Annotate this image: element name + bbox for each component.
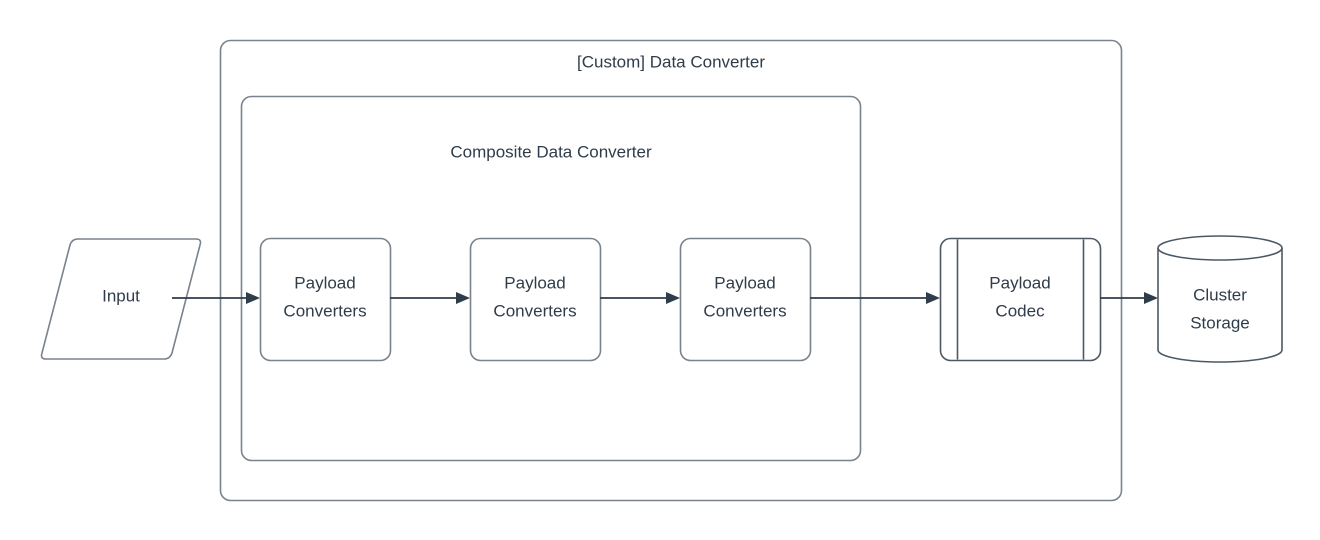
edge-payload-converters-3-to-payload-codec-arrowhead (926, 292, 940, 304)
edge-input-to-payload-converters-1-arrowhead (246, 292, 260, 304)
edge-payload-codec-to-cluster-storage (1100, 292, 1158, 304)
node-payload-converters-3-label-line1: Payload (714, 273, 775, 292)
container-composite-data-converter-title: Composite Data Converter (450, 142, 652, 161)
node-payload-converters-1-shape (259, 237, 392, 362)
edge-payload-converters-2-to-3 (600, 292, 680, 304)
edge-payload-converters-3-to-payload-codec (810, 292, 940, 304)
node-cluster-storage-body (1157, 248, 1283, 363)
node-payload-converters-2-shape (469, 237, 602, 362)
node-cluster-storage-label-line2: Storage (1190, 313, 1250, 332)
node-cluster-storage-top-cap (1157, 235, 1283, 261)
node-payload-codec-shape (939, 237, 1102, 362)
edge-input-to-payload-converters-1 (172, 292, 260, 304)
node-payload-converters-1-label-line1: Payload (294, 273, 355, 292)
node-input[interactable]: Input (40, 238, 202, 360)
node-input-shape (40, 238, 202, 360)
container-custom-data-converter-title: [Custom] Data Converter (577, 52, 765, 71)
node-payload-converters-1[interactable]: Payload Converters (259, 237, 392, 362)
node-payload-codec-label-line2: Codec (995, 301, 1045, 320)
node-input-label: Input (102, 286, 140, 305)
node-payload-converters-3[interactable]: Payload Converters (679, 237, 812, 362)
node-payload-converters-2-label-line1: Payload (504, 273, 565, 292)
node-payload-converters-3-shape (679, 237, 812, 362)
node-payload-converters-1-label-line2: Converters (283, 301, 366, 320)
edge-payload-converters-2-to-3-arrowhead (666, 292, 680, 304)
node-payload-codec[interactable]: Payload Codec (939, 237, 1102, 362)
edge-payload-converters-1-to-2 (390, 292, 470, 304)
node-cluster-storage[interactable]: Cluster Storage (1157, 235, 1283, 363)
node-payload-codec-label-line1: Payload (989, 273, 1050, 292)
edge-payload-converters-1-to-2-arrowhead (456, 292, 470, 304)
node-payload-converters-2[interactable]: Payload Converters (469, 237, 602, 362)
node-cluster-storage-label-line1: Cluster (1193, 285, 1247, 304)
node-payload-converters-3-label-line2: Converters (703, 301, 786, 320)
edge-payload-codec-to-cluster-storage-arrowhead (1144, 292, 1158, 304)
node-payload-converters-2-label-line2: Converters (493, 301, 576, 320)
